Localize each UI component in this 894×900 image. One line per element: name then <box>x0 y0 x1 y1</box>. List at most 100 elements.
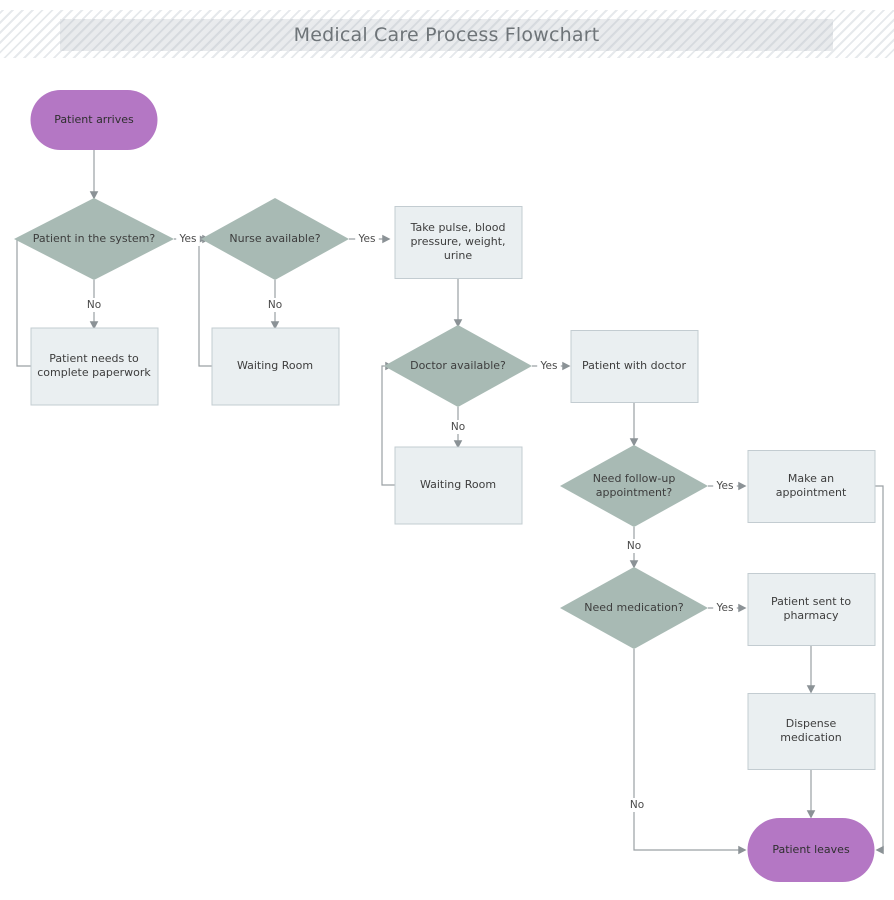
arrowhead-icon <box>738 603 747 613</box>
edge-vitals-to-d_doctor <box>453 278 463 328</box>
edge-wait2-to-d_doctor <box>381 361 395 486</box>
decision-shape <box>201 198 349 280</box>
edge-label-backing <box>625 539 643 553</box>
node-wait2[interactable]: Waiting Room <box>394 446 523 525</box>
process-shape <box>570 330 699 403</box>
edge-label-backing <box>628 798 646 812</box>
node-label: Patient arrives <box>54 113 134 126</box>
decision-shape <box>384 325 532 407</box>
edge-label-backing <box>713 601 737 615</box>
edge-dispense-to-end <box>806 769 816 819</box>
edge-appointment-to-end <box>875 485 884 855</box>
arrowhead-icon <box>629 438 639 447</box>
decision-shape <box>560 567 708 649</box>
terminator-shape <box>30 90 158 150</box>
page-title: Medical Care Process Flowchart <box>293 24 600 46</box>
edge-label-text: Yes <box>716 480 734 492</box>
node-label: Patient in the system? <box>33 232 156 245</box>
process-shape <box>747 573 876 646</box>
arrowhead-icon <box>875 845 884 855</box>
edge-label-backing <box>713 479 737 493</box>
edge-label-text: No <box>87 299 101 311</box>
node-d_system[interactable]: Patient in the system? <box>14 198 174 280</box>
edge-pharmacy-to-dispense <box>806 645 816 694</box>
edge-label-backing <box>355 232 379 246</box>
process-shape <box>747 693 876 770</box>
node-d_medication[interactable]: Need medication? <box>560 567 708 649</box>
edge-wait1-to-d_nurse <box>198 234 212 367</box>
arrowhead-icon <box>738 481 747 491</box>
edge-label-text: Yes <box>179 233 197 245</box>
edge-line <box>875 485 884 851</box>
process-shape <box>394 206 523 279</box>
edge-label-text: No <box>268 299 282 311</box>
node-wait1[interactable]: Waiting Room <box>211 327 340 406</box>
edge-label-e9: Yes <box>537 359 561 373</box>
edge-line <box>198 238 212 367</box>
arrowhead-icon <box>738 845 747 855</box>
arrowhead-icon <box>453 440 463 449</box>
edge-label-backing <box>85 298 103 312</box>
node-end[interactable]: Patient leaves <box>747 818 875 882</box>
node-start[interactable]: Patient arrives <box>30 90 158 150</box>
edge-label-backing <box>176 232 200 246</box>
arrowhead-icon <box>270 321 280 330</box>
edge-label-backing <box>537 359 561 373</box>
node-label: Doctor available? <box>410 359 506 372</box>
node-label: Need medication? <box>584 601 684 614</box>
edge-label-text: No <box>451 421 465 433</box>
node-label: Nurse available? <box>229 232 320 245</box>
node-with_doctor[interactable]: Patient with doctor <box>570 330 699 403</box>
arrowhead-icon <box>89 191 99 200</box>
process-shape <box>30 327 159 406</box>
node-d_nurse[interactable]: Nurse available? <box>201 198 349 280</box>
node-label: Waiting Room <box>237 359 313 372</box>
arrowhead-icon <box>562 361 571 371</box>
edge-label-e3: No <box>85 298 103 312</box>
decision-shape <box>14 198 174 280</box>
edge-label-backing <box>449 420 467 434</box>
edge-line <box>16 238 31 367</box>
edge-line <box>633 649 741 851</box>
edge-d_medication-to-end <box>633 649 747 855</box>
edge-label-e13: Yes <box>713 479 737 493</box>
node-label: Patient with doctor <box>582 359 686 372</box>
edge-label-text: No <box>627 540 641 552</box>
edge-label-e5: Yes <box>355 232 379 246</box>
arrowhead-icon <box>382 234 391 244</box>
edge-label-text: Yes <box>358 233 376 245</box>
arrowhead-icon <box>89 321 99 330</box>
edge-line <box>381 365 395 486</box>
edge-label-e14: No <box>625 539 643 553</box>
node-label: Patient leaves <box>772 843 850 856</box>
process-shape <box>747 450 876 523</box>
edge-start-to-d_system <box>89 150 99 200</box>
arrowhead-icon <box>806 810 816 819</box>
arrowhead-icon <box>453 319 463 328</box>
edge-label-e6: No <box>266 298 284 312</box>
node-d_doctor[interactable]: Doctor available? <box>384 325 532 407</box>
edge-label-e2: Yes <box>176 232 200 246</box>
edge-label-text: No <box>630 799 644 811</box>
arrowhead-icon <box>629 560 639 569</box>
edge-label-e10: No <box>449 420 467 434</box>
edge-with_doctor-to-d_followup <box>629 402 639 447</box>
arrowhead-icon <box>806 685 816 694</box>
process-shape <box>211 327 340 406</box>
